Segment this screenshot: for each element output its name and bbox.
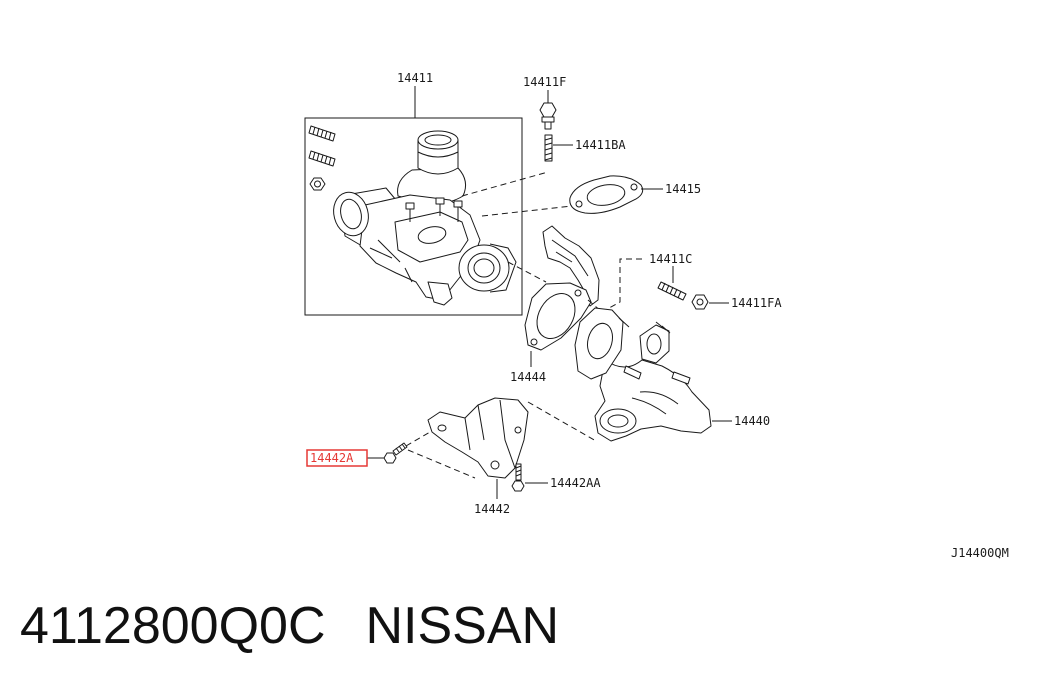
callout-nut-top[interactable]: 14411F <box>523 75 566 89</box>
highlight-box <box>306 449 368 467</box>
top-nut[interactable] <box>539 102 557 130</box>
leader-lines <box>367 86 732 499</box>
top-stud[interactable] <box>544 134 553 162</box>
diagram-code: J14400QM <box>951 546 1009 560</box>
footer-caption: 4112800Q0C NISSAN <box>20 596 559 656</box>
dashed-line-bracket-to-manifold <box>527 401 597 442</box>
dashed-line-bolt-to-bracket <box>407 449 476 479</box>
turbocharger-assembly[interactable] <box>304 117 523 316</box>
turbo-body <box>333 187 481 306</box>
turbo-stud-lower <box>308 150 336 167</box>
turbocharger-frame <box>304 117 523 316</box>
turbine-outlet-flange <box>458 243 517 293</box>
bottom-bolt[interactable] <box>511 463 525 492</box>
callout-bolt-left[interactable]: 14442A <box>310 451 354 465</box>
bracket[interactable] <box>427 397 529 479</box>
brand-name: NISSAN <box>365 597 560 655</box>
callout-bracket[interactable]: 14442 <box>474 502 510 516</box>
callout-stud-right[interactable]: 14411C <box>649 252 692 266</box>
turbo-stud-upper <box>308 125 336 142</box>
heat-shield <box>542 225 600 307</box>
right-nut[interactable] <box>691 294 709 310</box>
callout-manifold[interactable]: 14440 <box>734 414 770 428</box>
dashed-line-turbo-to-stud <box>461 171 549 197</box>
top-gasket[interactable] <box>569 175 644 214</box>
dashed-bracket-right <box>601 258 642 313</box>
callout-gasket-top[interactable]: 14415 <box>665 182 701 196</box>
left-bolt[interactable] <box>383 442 408 464</box>
dashed-line-bolt-to-bracket-upper <box>405 431 431 447</box>
callout-nut-right[interactable]: 14411FA <box>731 296 782 310</box>
middle-gasket[interactable] <box>524 282 592 351</box>
turbo-nut <box>309 177 326 191</box>
callout-gasket-mid[interactable]: 14444 <box>510 370 546 384</box>
callout-turbocharger[interactable]: 14411 <box>397 71 433 85</box>
callout-bolt-bottom[interactable]: 14442AA <box>550 476 601 490</box>
compressor-outlet <box>397 130 467 204</box>
exhaust-manifold[interactable] <box>574 307 712 442</box>
dashed-line-turbo-to-gasket-mid <box>507 261 547 283</box>
part-number: 4112800Q0C <box>20 597 326 655</box>
callout-stud-top[interactable]: 14411BA <box>575 138 626 152</box>
dashed-line-turbo-to-gasket <box>481 205 573 217</box>
right-stud[interactable] <box>657 281 687 301</box>
